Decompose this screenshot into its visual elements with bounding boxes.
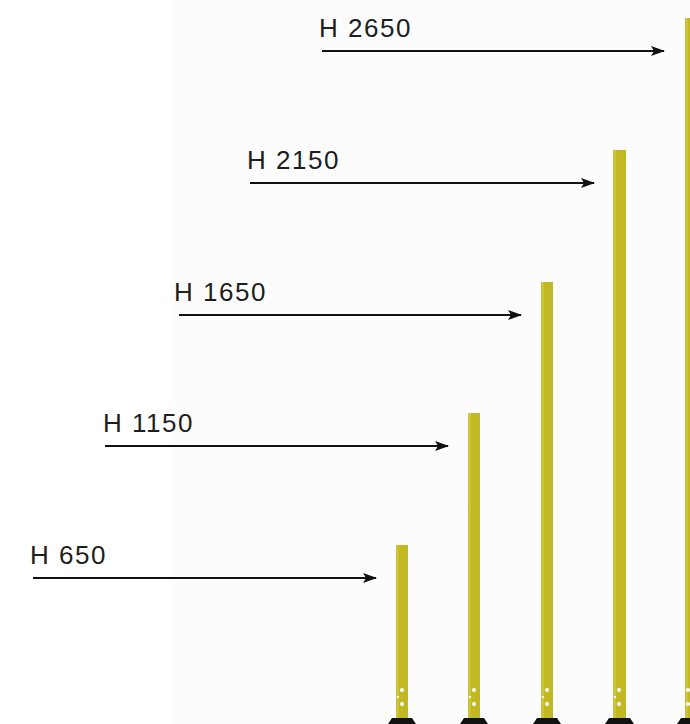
pole-bases — [388, 718, 690, 724]
background — [170, 0, 690, 724]
dimension-arrows — [33, 51, 664, 578]
poles — [396, 18, 690, 720]
height-label: H 1650 — [174, 279, 267, 305]
height-label: H 1150 — [103, 410, 194, 436]
height-label: H 650 — [30, 542, 107, 568]
height-label: H 2150 — [247, 147, 340, 173]
height-label: H 2650 — [319, 15, 412, 41]
pole-holes — [397, 688, 690, 706]
